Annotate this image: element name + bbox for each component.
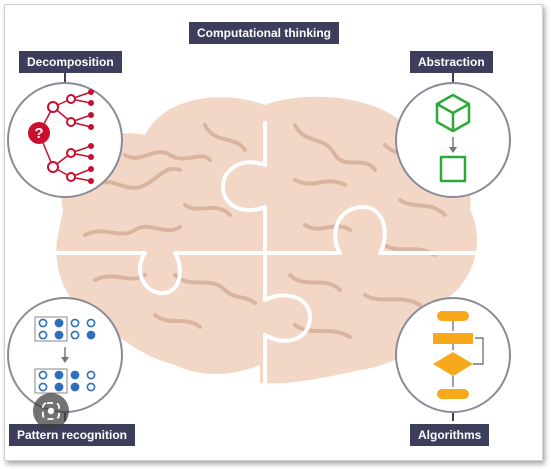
brain-fold	[123, 150, 212, 162]
lens-search-icon	[42, 402, 60, 420]
brain-fold	[153, 313, 202, 329]
brain-fold	[93, 166, 182, 190]
brain-fold	[293, 178, 347, 187]
brain-fold	[398, 198, 447, 217]
brain-puzzle-icon	[33, 96, 487, 392]
puzzle-seam-vertical	[221, 121, 312, 392]
brain-fold	[173, 273, 257, 305]
flowchart-icon	[395, 297, 511, 413]
brain-fold	[293, 323, 352, 339]
brain-fold	[363, 293, 422, 307]
diagram-frame: ?	[4, 4, 543, 461]
cube-icon	[395, 82, 511, 198]
pattern-recognition-label: Pattern recognition	[9, 424, 136, 446]
question-node	[28, 122, 50, 144]
dots-grid-icon	[7, 297, 123, 413]
puzzle-seam-horizontal	[33, 204, 487, 296]
decomposition-circle	[7, 82, 123, 198]
decomposition-label: Decomposition	[19, 51, 122, 73]
green-square	[439, 155, 467, 183]
brain-fold	[183, 203, 232, 217]
brain-fold	[288, 273, 342, 292]
brain-fold	[203, 123, 247, 152]
brain-fold	[83, 224, 182, 237]
question-mark: ?	[34, 125, 43, 142]
page-title: Computational thinking	[189, 22, 339, 44]
brain-fold	[293, 123, 377, 172]
algorithms-label: Algorithms	[410, 424, 490, 446]
abstraction-label: Abstraction	[410, 51, 493, 73]
tree-icon: ?	[7, 82, 123, 198]
brain-fold	[303, 223, 352, 232]
lens-search-button[interactable]	[33, 393, 69, 429]
diagram-canvas: ?	[7, 70, 511, 421]
